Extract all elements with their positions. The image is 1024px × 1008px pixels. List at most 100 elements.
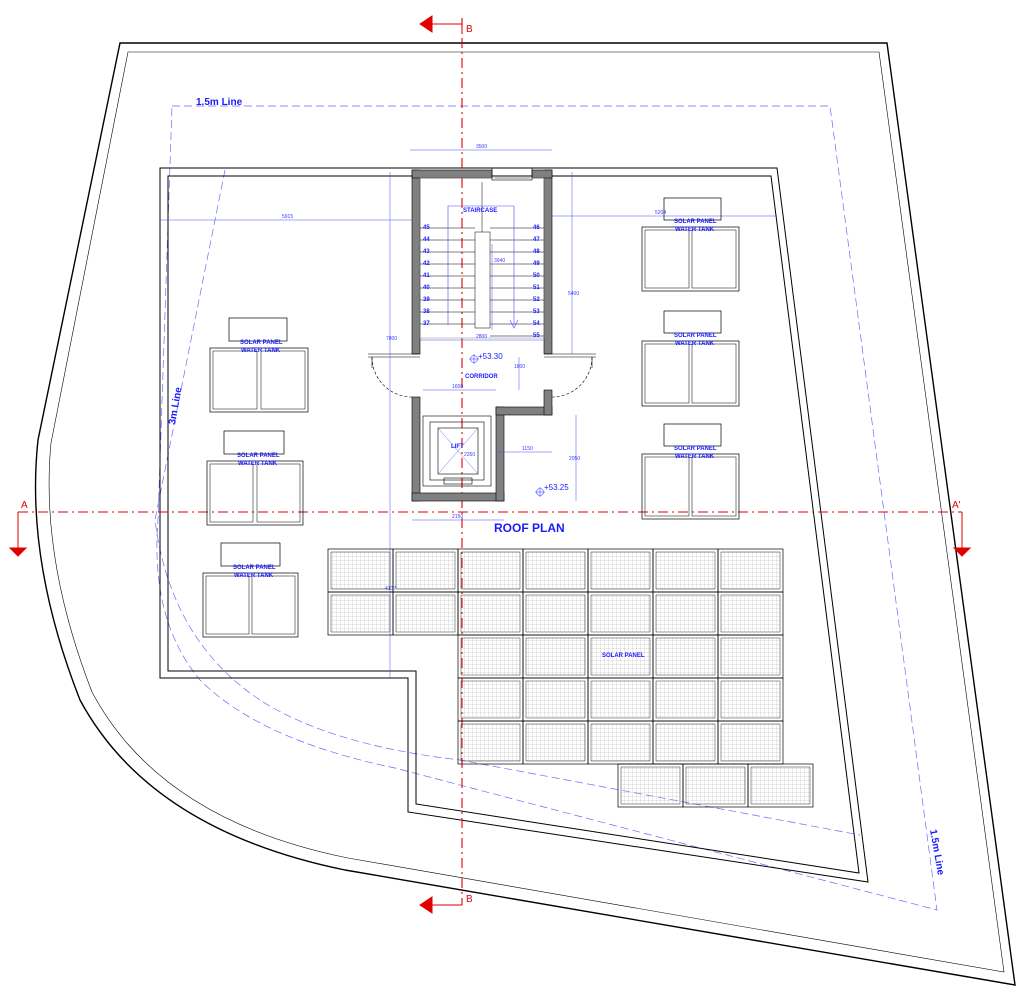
dim-left-height: 7800 bbox=[386, 336, 397, 342]
svg-text:41: 41 bbox=[423, 273, 430, 279]
solar-water-tank-right-1: SOLAR PANEL WATER TANK bbox=[641, 197, 740, 292]
section-label-b-top: B bbox=[466, 24, 473, 35]
svg-text:50: 50 bbox=[533, 273, 540, 279]
solar-water-tank-left-2: SOLAR PANEL WATER TANK bbox=[206, 430, 304, 526]
solar-panel-cells bbox=[590, 637, 651, 676]
staircase-label: STAIRCASE bbox=[463, 208, 497, 214]
corridor-level: +53.30 bbox=[478, 352, 503, 361]
svg-text:40: 40 bbox=[423, 285, 430, 291]
roof-outline bbox=[159, 167, 869, 883]
svg-text:51: 51 bbox=[533, 285, 540, 291]
dim-stair-width: 3500 bbox=[476, 144, 487, 150]
stair-core-walls bbox=[411, 169, 553, 502]
svg-text:42: 42 bbox=[423, 261, 430, 267]
svg-text:SOLAR PANEL: SOLAR PANEL bbox=[674, 446, 717, 452]
svg-text:55: 55 bbox=[533, 333, 540, 339]
solar-panel-cells bbox=[720, 594, 781, 633]
solar-panel-cells bbox=[655, 594, 716, 633]
solar-panel-cells bbox=[460, 637, 521, 676]
setback-label-left: 3m Line bbox=[167, 386, 184, 426]
svg-text:WATER TANK: WATER TANK bbox=[675, 227, 715, 233]
staircase bbox=[419, 177, 545, 339]
svg-text:49: 49 bbox=[533, 261, 540, 267]
level-marker-corridor bbox=[469, 354, 479, 364]
svg-text:WATER TANK: WATER TANK bbox=[241, 348, 281, 354]
svg-text:43: 43 bbox=[423, 249, 430, 255]
svg-text:46: 46 bbox=[533, 225, 540, 231]
level-marker-roof bbox=[535, 487, 545, 497]
solar-panel-cells bbox=[525, 680, 586, 719]
svg-text:SOLAR PANEL: SOLAR PANEL bbox=[237, 453, 280, 459]
stair-numbers-right: 46 47 48 49 50 51 52 53 54 55 bbox=[533, 225, 540, 339]
section-arrow-b-bottom bbox=[419, 896, 433, 914]
corridor-label: CORRIDOR bbox=[465, 374, 498, 380]
svg-text:44: 44 bbox=[423, 237, 430, 243]
solar-panel-cells bbox=[720, 637, 781, 676]
section-label-a-left: A bbox=[21, 500, 28, 511]
svg-text:38: 38 bbox=[423, 309, 430, 315]
site-boundary bbox=[34, 42, 1016, 986]
solar-panel-cells bbox=[330, 551, 391, 590]
solar-panel-array bbox=[327, 548, 814, 808]
section-label-a-right: A' bbox=[952, 500, 961, 511]
svg-text:WATER TANK: WATER TANK bbox=[238, 461, 278, 467]
solar-panel-cells bbox=[460, 594, 521, 633]
svg-text:WATER TANK: WATER TANK bbox=[675, 341, 715, 347]
solar-panel-cells bbox=[750, 766, 811, 805]
solar-water-tank-left-3: SOLAR PANEL WATER TANK bbox=[202, 542, 299, 638]
dim-flight: 3940 bbox=[494, 258, 505, 264]
svg-text:47: 47 bbox=[533, 237, 540, 243]
solar-panel-cells bbox=[395, 594, 456, 633]
svg-text:SOLAR PANEL: SOLAR PANEL bbox=[674, 219, 717, 225]
dim-lift-side: 1150 bbox=[522, 446, 533, 452]
solar-panel-cells bbox=[685, 766, 746, 805]
lift-shaft bbox=[422, 415, 492, 487]
solar-panel-cells bbox=[525, 594, 586, 633]
section-label-b-bottom: B bbox=[466, 894, 473, 905]
dim-bottom-left: 4137 bbox=[385, 586, 396, 592]
solar-panel-cells bbox=[655, 723, 716, 762]
solar-panel-cells bbox=[590, 723, 651, 762]
setback-label-top: 1.5m Line bbox=[196, 97, 243, 108]
dim-stair-inner: 2800 bbox=[476, 334, 487, 340]
corridor bbox=[368, 353, 596, 398]
solar-panel-cells bbox=[460, 723, 521, 762]
solar-panel-cells bbox=[460, 551, 521, 590]
solar-panel-cells bbox=[590, 680, 651, 719]
svg-text:SOLAR PANEL: SOLAR PANEL bbox=[233, 565, 276, 571]
section-markers bbox=[8, 15, 972, 914]
solar-panel-cells bbox=[655, 680, 716, 719]
section-arrow-a-left bbox=[8, 547, 28, 557]
dim-corridor: 1800 bbox=[514, 364, 525, 370]
dim-lift-width: 1650 bbox=[452, 384, 463, 390]
svg-text:SOLAR PANEL: SOLAR PANEL bbox=[674, 333, 717, 339]
solar-water-tank-right-2: SOLAR PANEL WATER TANK bbox=[641, 310, 740, 407]
solar-panel-cells bbox=[525, 723, 586, 762]
solar-panel-cells bbox=[330, 594, 391, 633]
stair-numbers-left: 45 44 43 42 41 40 39 38 37 bbox=[423, 225, 430, 327]
setback-label-right: 1.5m Line bbox=[927, 829, 946, 877]
drawing-title: ROOF PLAN bbox=[494, 521, 565, 535]
solar-panel-cells bbox=[720, 723, 781, 762]
dim-lift-depth: 2350 bbox=[464, 452, 475, 458]
dimension-lines bbox=[160, 149, 777, 678]
section-arrow-b-top bbox=[419, 15, 433, 33]
solar-panel-cells bbox=[720, 680, 781, 719]
solar-panel-cells bbox=[620, 766, 681, 805]
svg-text:52: 52 bbox=[533, 297, 540, 303]
svg-text:39: 39 bbox=[423, 297, 430, 303]
site-boundary-inner bbox=[48, 51, 1005, 973]
svg-text:45: 45 bbox=[423, 225, 430, 231]
solar-panel-cells bbox=[525, 637, 586, 676]
dim-right-offset: 5204 bbox=[655, 210, 666, 216]
solar-panel-label: SOLAR PANEL bbox=[602, 653, 645, 659]
solar-panel-cells bbox=[655, 551, 716, 590]
setback-1.5m-line bbox=[156, 105, 938, 911]
svg-text:SOLAR PANEL: SOLAR PANEL bbox=[240, 340, 283, 346]
dim-left-offset: 5915 bbox=[282, 214, 293, 220]
solar-panel-cells bbox=[590, 594, 651, 633]
dim-bottom-width: 2150 bbox=[452, 514, 463, 520]
svg-text:37: 37 bbox=[423, 321, 430, 327]
solar-panel-cells bbox=[395, 551, 456, 590]
